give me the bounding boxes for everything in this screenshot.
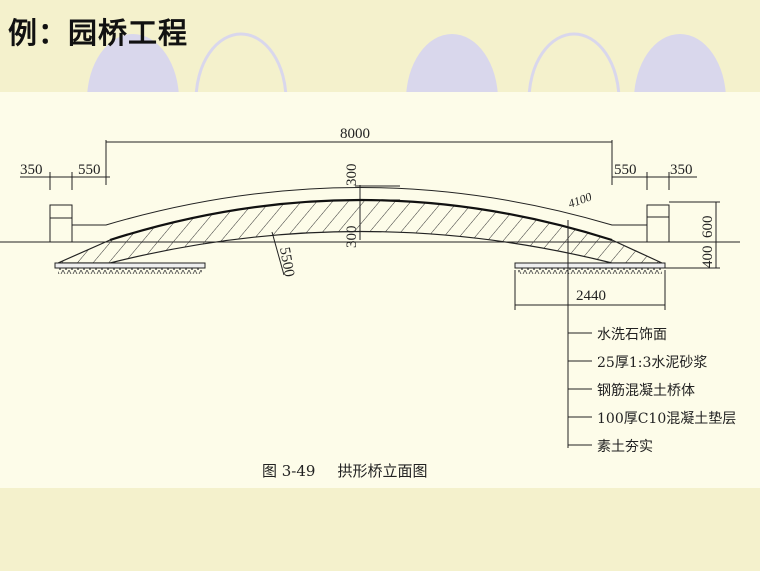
circle-outline (527, 32, 621, 92)
figure-title: 拱形桥立面图 (337, 462, 428, 480)
dim-span: 8000 (340, 126, 370, 142)
dim-600: 600 (700, 216, 716, 239)
right-abutment (646, 204, 670, 243)
figure-number: 图 3-49 (262, 462, 316, 480)
circle-filled (406, 34, 498, 92)
dim-left-550: 550 (78, 162, 101, 178)
dim-right-350: 350 (670, 162, 693, 178)
dim-radius: 5500 (276, 246, 297, 278)
bridge-elevation-drawing: 8000 350 550 550 350 300 300 5500 600 40… (0, 92, 760, 488)
layer-label: 素土夯实 (597, 439, 653, 455)
right-footing (514, 262, 666, 269)
dim-crown-bottom: 300 (344, 226, 360, 249)
layer-label: 钢筋混凝土桥体 (597, 383, 695, 399)
decorative-circles (87, 32, 726, 92)
handwritten-note: 4100 (566, 189, 593, 210)
slide-title: 例：园桥工程 (8, 16, 189, 50)
dim-left-350: 350 (20, 162, 43, 178)
layer-label: 水洗石饰面 (597, 327, 667, 343)
circle-filled (634, 34, 726, 92)
dim-400: 400 (700, 246, 716, 269)
layer-label: 100厚C10混凝土垫层 (597, 411, 737, 427)
dim-footing: 2440 (576, 288, 606, 304)
dim-right-550: 550 (614, 162, 637, 178)
circle-filled (87, 34, 179, 92)
layer-label: 25厚1:3水泥砂浆 (597, 355, 708, 371)
left-abutment (49, 204, 73, 243)
deck-surface (72, 187, 647, 226)
circle-outline (194, 32, 288, 92)
dim-crown-top: 300 (344, 164, 360, 187)
left-footing (54, 262, 206, 269)
figure-caption: 图 3-49 拱形桥立面图 (262, 460, 449, 481)
